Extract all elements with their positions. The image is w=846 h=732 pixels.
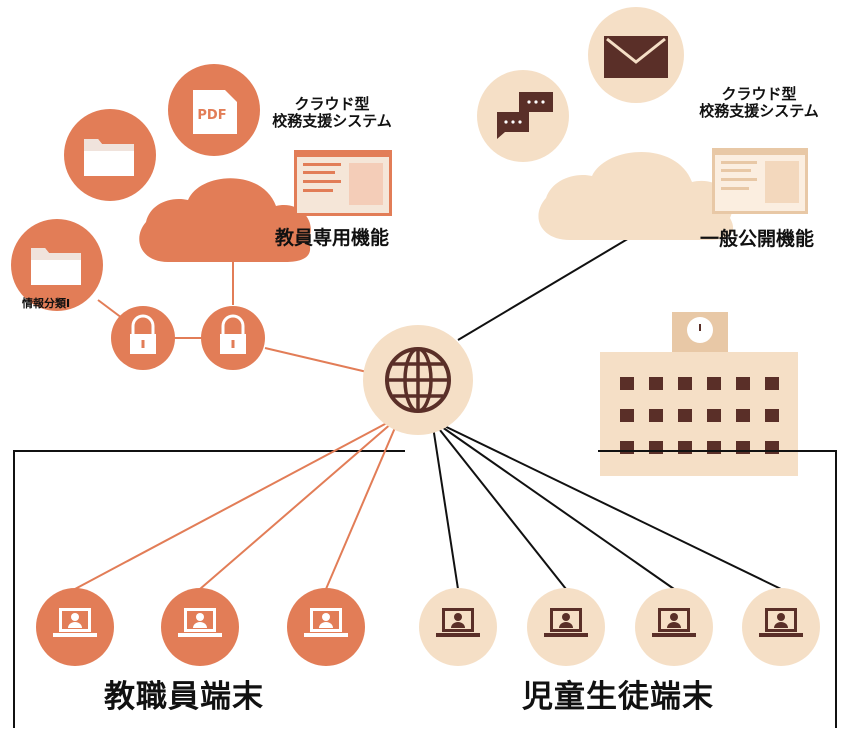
building-window [765, 441, 779, 454]
student-laptop-icon [742, 588, 820, 666]
svg-text:PDF: PDF [197, 108, 226, 123]
building-window [736, 377, 750, 390]
classified-folder-icon [11, 219, 103, 311]
building-window [765, 409, 779, 422]
public-cloud-caption-line1: クラウド型 [721, 85, 797, 103]
teacher-cloud-caption-line1: クラウド型 [294, 95, 370, 113]
building-window [707, 377, 721, 390]
student-laptop-icon [419, 588, 497, 666]
chat-icon [477, 70, 569, 162]
school-building-icon [600, 312, 798, 476]
public-cloud [538, 152, 734, 240]
building-window [649, 377, 663, 390]
building-window [736, 409, 750, 422]
student-laptop-icon [527, 588, 605, 666]
building-window [707, 409, 721, 422]
folder-icon [64, 109, 156, 201]
building-window [678, 377, 692, 390]
building-window [620, 409, 634, 422]
connection-lines [97, 233, 637, 373]
building-window [736, 441, 750, 454]
teacher-laptop-icon [36, 588, 114, 666]
pdf-icon: PDF [168, 64, 260, 156]
terminal-zone-border [13, 450, 837, 728]
building-window [649, 441, 663, 454]
info-classification-label: 情報分類Ⅰ [22, 297, 71, 310]
teacher-system-window-icon [294, 150, 392, 216]
building-window [620, 441, 634, 454]
building-window [765, 377, 779, 390]
lock-icon [111, 306, 175, 370]
student-laptop-icon [635, 588, 713, 666]
lock-icon [201, 306, 265, 370]
teacher-function-label: 教員専用機能 [275, 227, 390, 249]
globe-icon [363, 325, 473, 435]
teacher-laptop-icon [161, 588, 239, 666]
public-system-window-icon [712, 148, 808, 214]
teacher-cloud-caption: クラウド型 校務支援システム [262, 95, 402, 131]
building-window [707, 441, 721, 454]
teacher-laptop-icon [287, 588, 365, 666]
public-cloud-caption: クラウド型 校務支援システム [684, 85, 834, 121]
building-window [620, 377, 634, 390]
teacher-cloud [139, 178, 311, 262]
public-cloud-caption-line2: 校務支援システム [699, 102, 819, 121]
building-window [678, 441, 692, 454]
teacher-cloud-caption-line2: 校務支援システム [272, 112, 392, 131]
student-terminal-label: 児童生徒端末 [522, 679, 714, 715]
mail-icon [588, 7, 684, 103]
public-function-label: 一般公開機能 [700, 228, 815, 250]
teacher-terminal-label: 教職員端末 [104, 679, 264, 715]
building-window [649, 409, 663, 422]
building-window [678, 409, 692, 422]
